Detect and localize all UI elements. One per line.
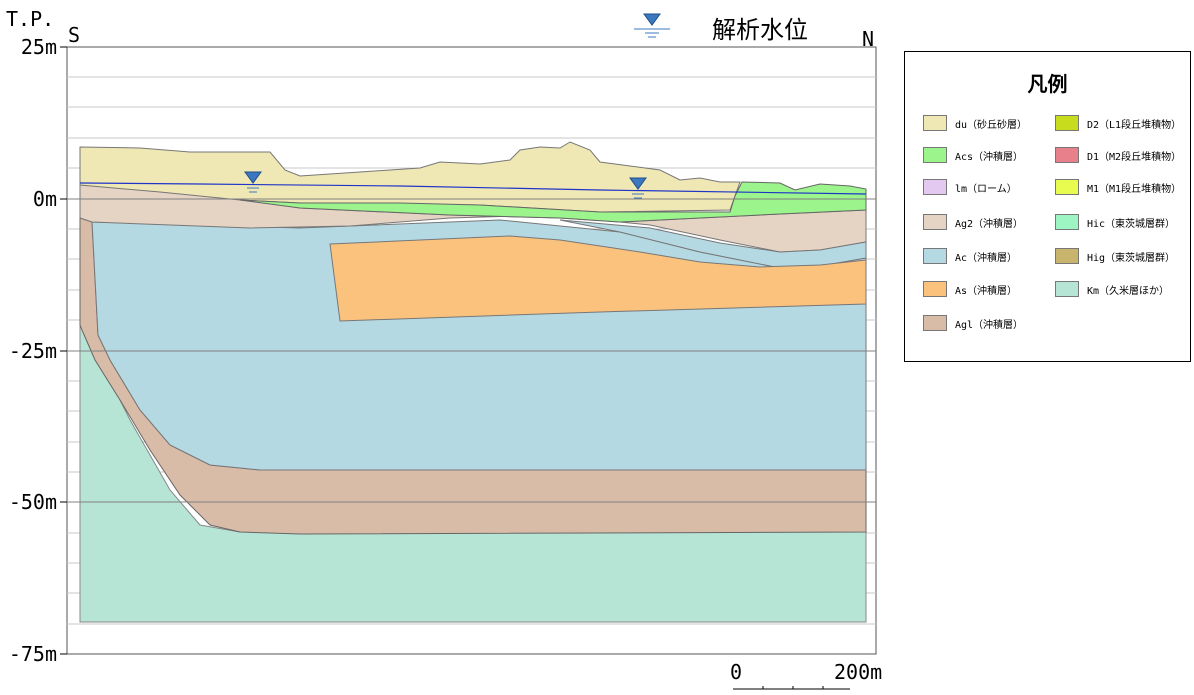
legend-item-d2: D2（L1段丘堆積物） [1055,114,1181,132]
y-tick-label: 25m [20,35,57,59]
legend-label: D1（M2段丘堆積物） [1087,151,1182,163]
tp-label: T.P. [6,7,55,31]
legend-swatch [1055,281,1079,297]
legend-item-ac: Ac（沖積層） [923,247,1017,265]
legend-swatch [1055,147,1079,163]
legend-label: lm（ローム） [955,183,1017,195]
north-label: N [862,27,875,51]
legend-label: Ac（沖積層） [955,252,1018,264]
y-tick-label: -50m [8,490,57,514]
major-gridlines [67,198,876,503]
scale-zero-label: 0 [730,660,743,684]
scale-line [733,686,850,690]
legend-label: As（沖積層） [955,285,1018,297]
legend-swatch [923,214,947,230]
legend-swatch [1055,115,1079,131]
legend-title: 凡例 [1027,72,1068,96]
legend-label: Ag2（沖積層） [955,218,1024,230]
y-tick-label: 0m [32,187,57,211]
water-level-line [79,182,867,195]
legend-item-acs: Acs（沖積層） [923,146,1023,164]
water-level-legend-icon [634,13,670,38]
legend-item-hig: Hig（東茨城層群） [1055,247,1175,265]
legend-swatch [923,281,947,297]
legend-item-km: Km（久米層ほか） [1055,280,1169,298]
scale-bar: 0 200m [730,660,890,694]
legend-swatch [923,115,947,131]
legend-item-du: du（砂丘砂層） [923,114,1027,132]
legend-item-d1: D1（M2段丘堆積物） [1055,146,1181,164]
legend-label: Km（久米層ほか） [1087,285,1170,297]
legend-label: M1（M1段丘堆積物） [1087,183,1182,195]
y-tick-label: -25m [8,339,57,363]
legend-swatch [923,147,947,163]
legend-swatch [1055,179,1079,195]
water-marker-icon [629,177,647,199]
legend-swatch [1055,248,1079,264]
legend-swatch [923,315,947,331]
y-tick-label: -75m [8,642,57,666]
legend-label: Acs（沖積層） [955,151,1024,163]
legend-label: Agl（沖積層） [955,319,1024,331]
legend-label: Hig（東茨城層群） [1087,252,1176,264]
legend-item-m1: M1（M1段丘堆積物） [1055,178,1181,196]
legend-swatch [923,179,947,195]
legend-box: 凡例 du（砂丘砂層） D2（L1段丘堆積物） Acs（沖積層） D1（M2段丘… [904,51,1191,362]
layer-acs [239,181,867,223]
legend-label: du（砂丘砂層） [955,119,1028,131]
legend-swatch [923,248,947,264]
water-marker-icon [244,171,262,193]
layer-as [329,235,867,322]
legend-label: D2（L1段丘堆積物） [1087,119,1182,131]
legend-label: Hic（東茨城層群） [1087,218,1176,230]
water-level-legend-label: 解析水位 [712,16,808,44]
layer-ac-band [559,219,867,269]
y-axis-ticks [60,46,67,655]
legend-item-agl: Agl（沖積層） [923,314,1023,332]
legend-item-ag2: Ag2（沖積層） [923,213,1023,231]
legend-item-hic: Hic（東茨城層群） [1055,213,1175,231]
legend-swatch [1055,214,1079,230]
scale-end-label: 200m [834,660,883,684]
legend-item-lm: lm（ローム） [923,178,1017,196]
legend-item-as: As（沖積層） [923,280,1017,298]
south-label: S [68,23,81,47]
